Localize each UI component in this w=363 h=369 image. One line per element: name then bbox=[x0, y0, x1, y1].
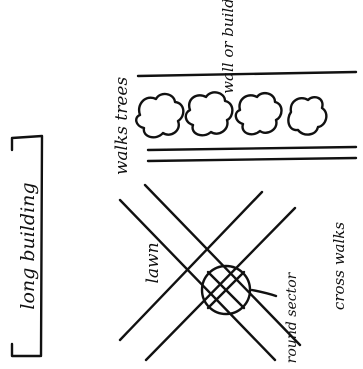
lawn-label: lawn bbox=[143, 242, 163, 283]
round-sector-pointer bbox=[252, 290, 276, 296]
walk-line-lower bbox=[148, 158, 356, 161]
cross-walks-label: cross walks bbox=[330, 222, 348, 310]
tree-canopy-3 bbox=[236, 93, 282, 134]
tree-canopy-1 bbox=[136, 94, 183, 137]
round-sector-label: round sector bbox=[284, 271, 300, 363]
cross-walk-b1 bbox=[120, 192, 262, 340]
tree-canopy-2 bbox=[186, 92, 233, 135]
walks-trees-label: walks trees bbox=[112, 77, 132, 176]
long-building-label: long building bbox=[17, 182, 39, 309]
cross-walk-a2 bbox=[145, 185, 300, 345]
wall-line bbox=[138, 72, 356, 76]
wall-or-building-label: wall or building bbox=[219, 0, 237, 94]
walk-line-upper bbox=[148, 147, 356, 150]
tree-canopy-4 bbox=[288, 97, 326, 134]
